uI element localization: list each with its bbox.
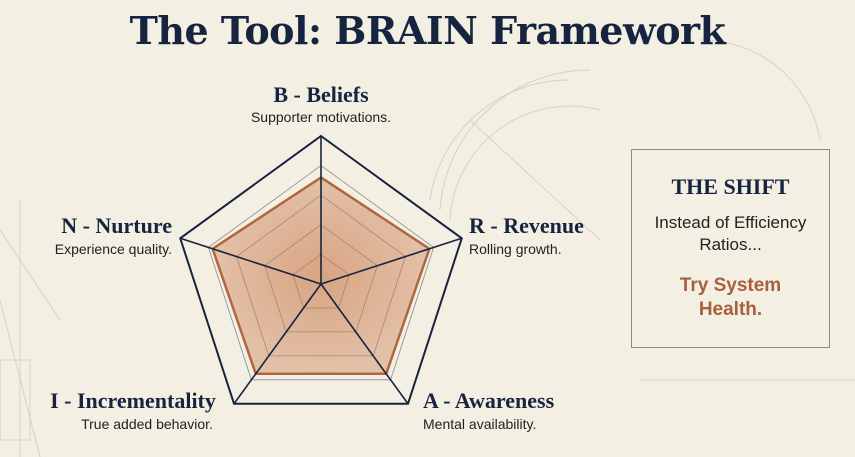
axis-label-nurture: N - Nurture bbox=[61, 213, 172, 238]
radar-axis-line bbox=[179, 237, 322, 285]
shift-heading: THE SHIFT bbox=[671, 174, 790, 199]
axis-desc-nurture: Experience quality. bbox=[54, 241, 172, 257]
radar-outer-frame bbox=[179, 134, 463, 405]
page-title: The Tool: BRAIN Framework bbox=[129, 8, 726, 53]
axis-desc-incrementality: True added behavior. bbox=[81, 416, 213, 432]
radar-axis-line bbox=[320, 283, 409, 405]
shift-highlight: Try System Health. bbox=[679, 275, 782, 320]
axis-desc-awareness: Mental availability. bbox=[423, 416, 537, 432]
radar-grid-ring bbox=[264, 224, 378, 333]
axis-label-beliefs: B - Beliefs bbox=[273, 82, 369, 107]
shift-text: Instead of Efficiency Ratios... bbox=[654, 213, 807, 254]
radar-grid-ring bbox=[292, 253, 350, 309]
axis-desc-revenue: Rolling growth. bbox=[469, 241, 562, 257]
shift-callout-box: THE SHIFT Instead of Efficiency Ratios..… bbox=[631, 149, 830, 348]
axis-label-revenue: R - Revenue bbox=[469, 213, 584, 238]
radar-axis-line bbox=[233, 283, 322, 405]
radar-axis-line bbox=[320, 237, 463, 285]
radar-grid-ring bbox=[236, 194, 406, 357]
axis-label-awareness: A - Awareness bbox=[423, 388, 555, 413]
radar-grid-ring bbox=[207, 165, 435, 381]
axis-desc-beliefs: Supporter motivations. bbox=[250, 109, 392, 125]
axis-label-incrementality: I - Incrementality bbox=[50, 388, 216, 413]
